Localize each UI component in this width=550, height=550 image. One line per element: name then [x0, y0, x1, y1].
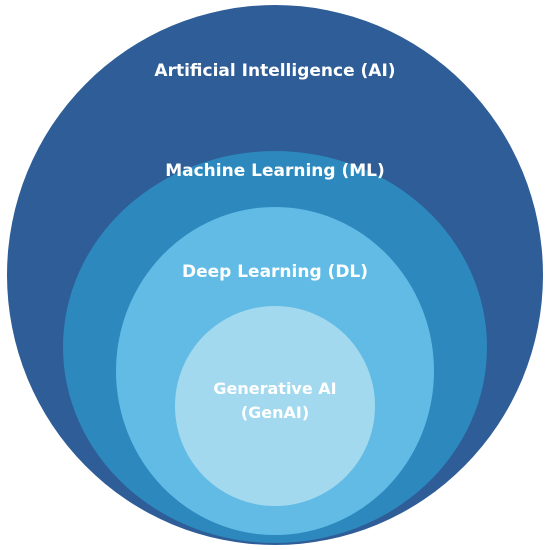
genai-label-line2: (GenAI) [241, 403, 309, 422]
ai-label: Artificial Intelligence (AI) [154, 61, 395, 81]
ml-label: Machine Learning (ML) [165, 161, 385, 181]
dl-label: Deep Learning (DL) [182, 262, 368, 282]
genai-label-line1: Generative AI [213, 379, 336, 398]
genai-circle [175, 306, 375, 506]
